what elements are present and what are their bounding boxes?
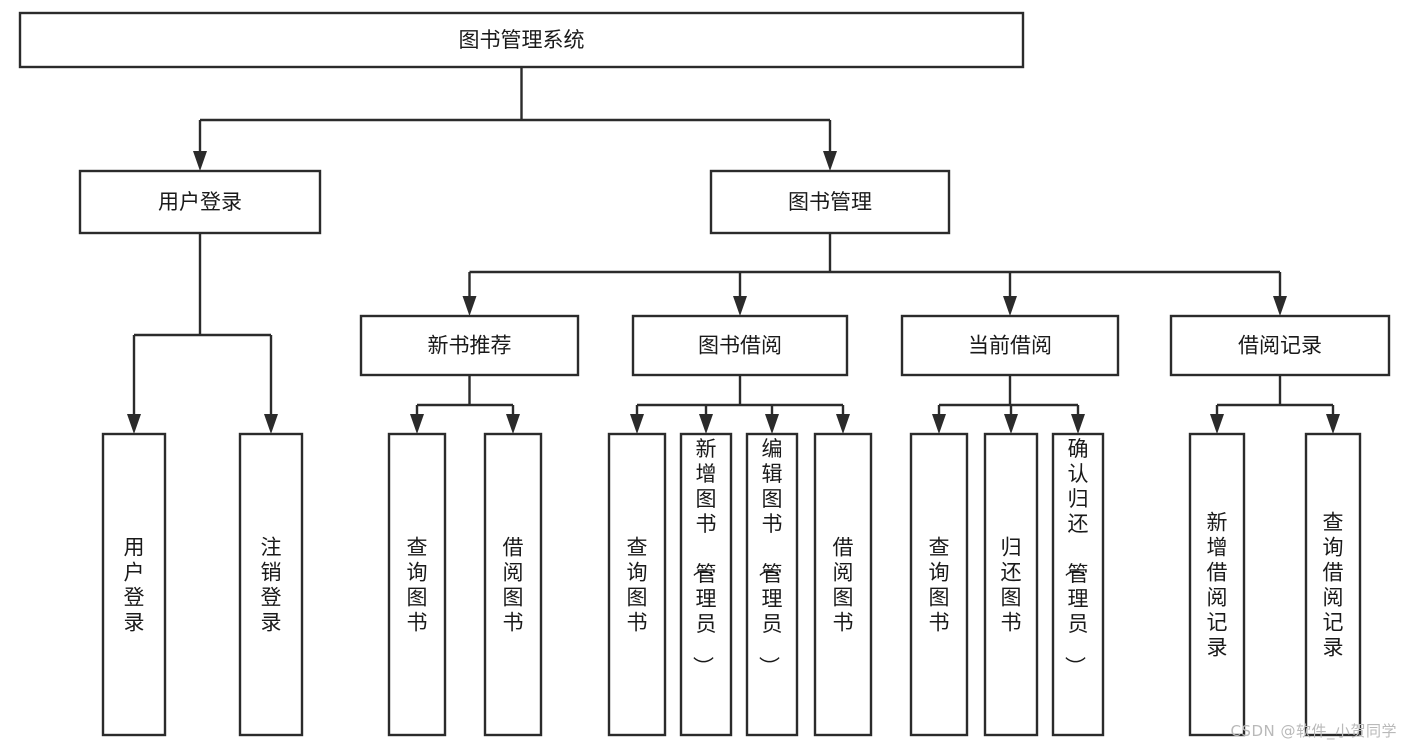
level3-node-2[interactable]: 当前借阅 bbox=[900, 314, 1120, 377]
node-label: 归还图书 bbox=[1001, 536, 1022, 635]
leaf-node-6[interactable]: 编辑图书（管理员） bbox=[745, 432, 799, 737]
leaf-node-2[interactable]: 查询图书 bbox=[387, 432, 447, 737]
level3-node-3[interactable]: 借阅记录 bbox=[1169, 314, 1391, 377]
node-label: 新书推荐 bbox=[428, 334, 512, 358]
node-label: 图书管理系统 bbox=[459, 28, 585, 52]
node-label: 确认归还（管理员） bbox=[1063, 437, 1089, 677]
leaf-node-4[interactable]: 查询图书 bbox=[607, 432, 667, 737]
leaf-node-1[interactable]: 注销登录 bbox=[238, 432, 304, 737]
node-label: 查询借阅记录 bbox=[1323, 511, 1344, 660]
level2-node-1[interactable]: 图书管理 bbox=[709, 169, 951, 235]
node-label: 编辑图书（管理员） bbox=[757, 437, 783, 677]
leaf-node-11[interactable]: 新增借阅记录 bbox=[1188, 432, 1246, 737]
level2-node-0[interactable]: 用户登录 bbox=[78, 169, 322, 235]
node-label: 新增图书（管理员） bbox=[691, 437, 717, 677]
level3-node-1[interactable]: 图书借阅 bbox=[631, 314, 849, 377]
root-node-library-system[interactable]: 图书管理系统 bbox=[18, 11, 1025, 69]
node-label: 图书借阅 bbox=[698, 334, 782, 358]
node-label: 查询图书 bbox=[627, 536, 648, 635]
leaf-node-7[interactable]: 借阅图书 bbox=[813, 432, 873, 737]
node-label: 查询图书 bbox=[929, 536, 950, 635]
node-label: 借阅图书 bbox=[833, 536, 854, 635]
leaf-node-5[interactable]: 新增图书（管理员） bbox=[679, 432, 733, 737]
level3-node-0[interactable]: 新书推荐 bbox=[359, 314, 580, 377]
node-label: 查询图书 bbox=[407, 536, 428, 635]
node-label: 图书管理 bbox=[788, 190, 872, 214]
leaf-node-12[interactable]: 查询借阅记录 bbox=[1304, 432, 1362, 737]
leaf-node-10[interactable]: 确认归还（管理员） bbox=[1051, 432, 1105, 737]
node-label: 用户登录 bbox=[158, 190, 242, 214]
node-label: 借阅记录 bbox=[1238, 334, 1322, 358]
node-label: 新增借阅记录 bbox=[1207, 511, 1228, 660]
leaf-node-9[interactable]: 归还图书 bbox=[983, 432, 1039, 737]
node-label: 注销登录 bbox=[261, 536, 282, 635]
leaf-node-0[interactable]: 用户登录 bbox=[101, 432, 167, 737]
node-label: 当前借阅 bbox=[968, 334, 1052, 358]
node-label: 用户登录 bbox=[124, 536, 145, 635]
node-label: 借阅图书 bbox=[503, 536, 524, 635]
leaf-node-8[interactable]: 查询图书 bbox=[909, 432, 969, 737]
leaf-node-3[interactable]: 借阅图书 bbox=[483, 432, 543, 737]
